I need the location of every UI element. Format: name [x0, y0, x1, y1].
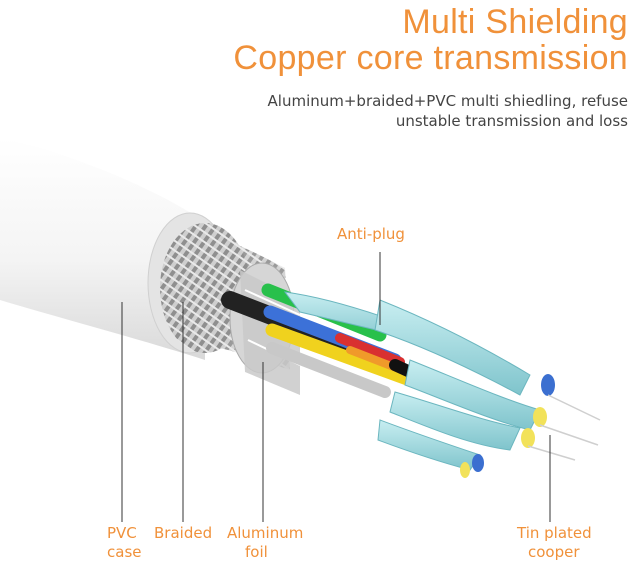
tin-plated-label-line-1: Tin plated — [517, 524, 592, 542]
aluminum-foil-label-line-1: Aluminum — [227, 524, 304, 542]
anti-plug-label: Anti-plug — [337, 225, 405, 243]
headline-line-1: Multi Shielding — [402, 3, 628, 41]
inner-sheaths — [283, 291, 541, 471]
aluminum-foil-label-line-2: foil — [245, 543, 268, 561]
subtitle-line-2: unstable transmission and loss — [395, 112, 628, 130]
braided-label: Braided — [154, 524, 213, 542]
pvc-case-label-line-2: case — [107, 543, 142, 561]
pvc-case-label-line-1: PVC — [107, 524, 137, 542]
tin-plated-label-line-2: cooper — [528, 543, 580, 561]
subtitle-line-1: Aluminum+braided+PVC multi shiedling, re… — [267, 92, 628, 110]
callout-lines — [121, 252, 551, 522]
conductor-tips — [460, 374, 601, 478]
headline-line-2: Copper core transmission — [233, 39, 628, 77]
